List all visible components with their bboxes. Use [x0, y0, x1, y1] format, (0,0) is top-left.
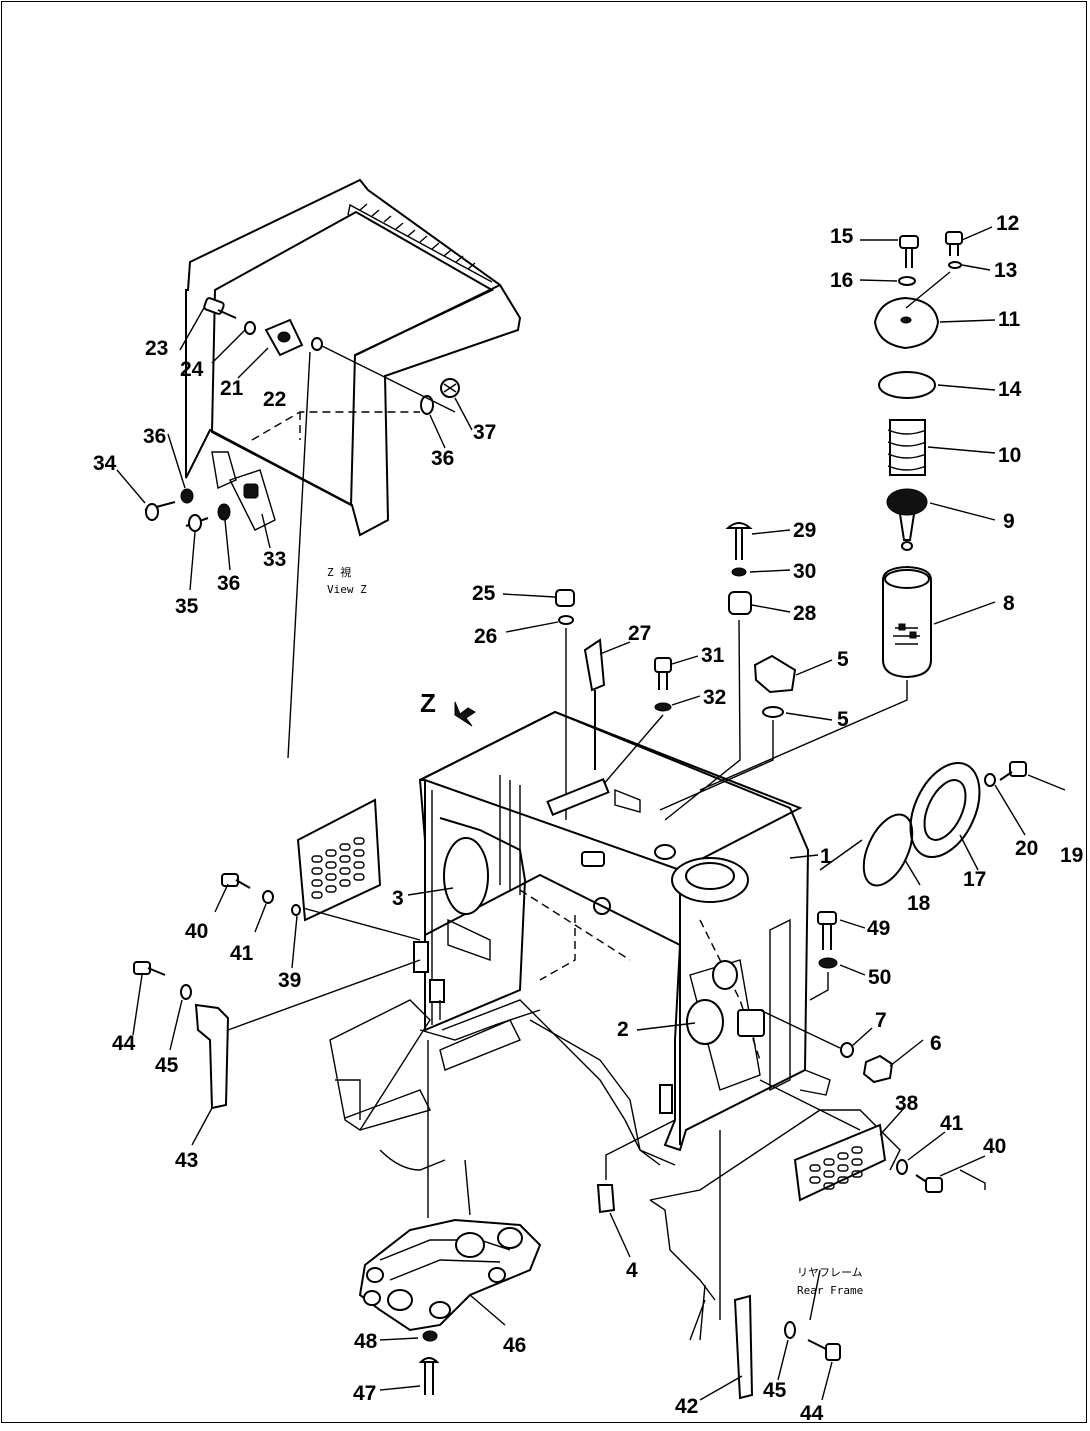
callout-28: 28	[793, 602, 817, 625]
callout-41b: 41	[940, 1112, 964, 1135]
callout-36c: 36	[217, 572, 240, 595]
callout-43: 43	[175, 1149, 198, 1172]
callout-20: 20	[1015, 837, 1038, 860]
callout-49: 49	[867, 917, 890, 940]
right-hardware	[759, 911, 894, 1084]
callout-14: 14	[998, 378, 1022, 401]
callout-45a: 45	[155, 1054, 179, 1077]
filter-assembly	[699, 231, 963, 791]
callout-34: 34	[93, 452, 117, 475]
callout-37: 37	[473, 421, 496, 444]
vent-slots-left	[311, 837, 365, 899]
view-z-caption: View Z	[327, 583, 367, 596]
callout-46: 46	[503, 1334, 526, 1357]
callout-44b: 44	[800, 1402, 824, 1425]
vent-slots-right	[809, 1146, 863, 1190]
callout-labels: 15 12 16 13 11 14 10 9 8 29 30 28 25 26 …	[93, 212, 1083, 1425]
callout-47: 47	[353, 1382, 376, 1405]
callout-35: 35	[175, 595, 199, 618]
callout-27: 27	[628, 622, 651, 645]
callout-1: 1	[820, 845, 832, 868]
callout-3: 3	[392, 887, 404, 910]
callout-5a: 5	[837, 648, 849, 671]
callout-30: 30	[793, 560, 816, 583]
rear-frame-en: Rear Frame	[797, 1284, 863, 1297]
callout-44a: 44	[112, 1032, 136, 1055]
z-view-arrow	[454, 701, 476, 727]
callout-40a: 40	[185, 920, 208, 943]
callout-15: 15	[830, 225, 854, 248]
callout-2: 2	[617, 1018, 629, 1041]
valve-46	[358, 1040, 542, 1395]
callout-39: 39	[278, 969, 301, 992]
callout-22: 22	[263, 388, 286, 411]
callout-29: 29	[793, 519, 816, 542]
callout-36b: 36	[431, 447, 454, 470]
callout-33: 33	[263, 548, 286, 571]
callout-31: 31	[701, 644, 725, 667]
callout-6: 6	[930, 1032, 942, 1055]
callout-48: 48	[354, 1330, 378, 1353]
callout-18: 18	[907, 892, 931, 915]
callout-38: 38	[895, 1092, 919, 1115]
callout-19: 19	[1060, 844, 1083, 867]
callout-23: 23	[145, 337, 168, 360]
callout-9: 9	[1003, 510, 1015, 533]
rear-frame-jp: リヤフレーム	[797, 1266, 863, 1279]
rear-frame-sketch	[329, 999, 901, 1341]
view-z-hardware	[144, 378, 460, 532]
left-hardware	[203, 297, 456, 413]
z-arrow-label: Z	[420, 688, 436, 718]
callout-25: 25	[472, 582, 496, 605]
callout-32: 32	[703, 686, 726, 709]
callout-12: 12	[996, 212, 1019, 235]
callout-17: 17	[963, 868, 986, 891]
left-cover-hardware	[133, 873, 421, 1110]
callout-5b: 5	[837, 708, 849, 731]
view-z-marker: Z 視	[327, 565, 351, 579]
callout-41a: 41	[230, 942, 254, 965]
cab-cover	[185, 178, 522, 537]
lower-right-hardware	[596, 1119, 986, 1400]
callout-4: 4	[626, 1259, 638, 1282]
callout-26: 26	[474, 625, 497, 648]
side-covers	[296, 798, 887, 1202]
callout-40b: 40	[983, 1135, 1006, 1158]
tank-body	[413, 710, 831, 1152]
callout-10: 10	[998, 444, 1021, 467]
callout-7: 7	[875, 1009, 887, 1032]
callout-24: 24	[180, 358, 204, 381]
top-hardware	[555, 522, 797, 821]
flange-assembly	[819, 761, 1027, 887]
callout-13: 13	[994, 259, 1017, 282]
callout-45b: 45	[763, 1379, 787, 1402]
callout-11: 11	[998, 308, 1021, 331]
callout-8: 8	[1003, 592, 1015, 615]
callout-36a: 36	[143, 425, 166, 448]
callout-50: 50	[868, 966, 891, 989]
hose	[441, 999, 661, 1166]
callout-21: 21	[220, 377, 244, 400]
leader-lines	[116, 226, 1066, 1401]
callout-16: 16	[830, 269, 853, 292]
callout-42: 42	[675, 1395, 698, 1418]
